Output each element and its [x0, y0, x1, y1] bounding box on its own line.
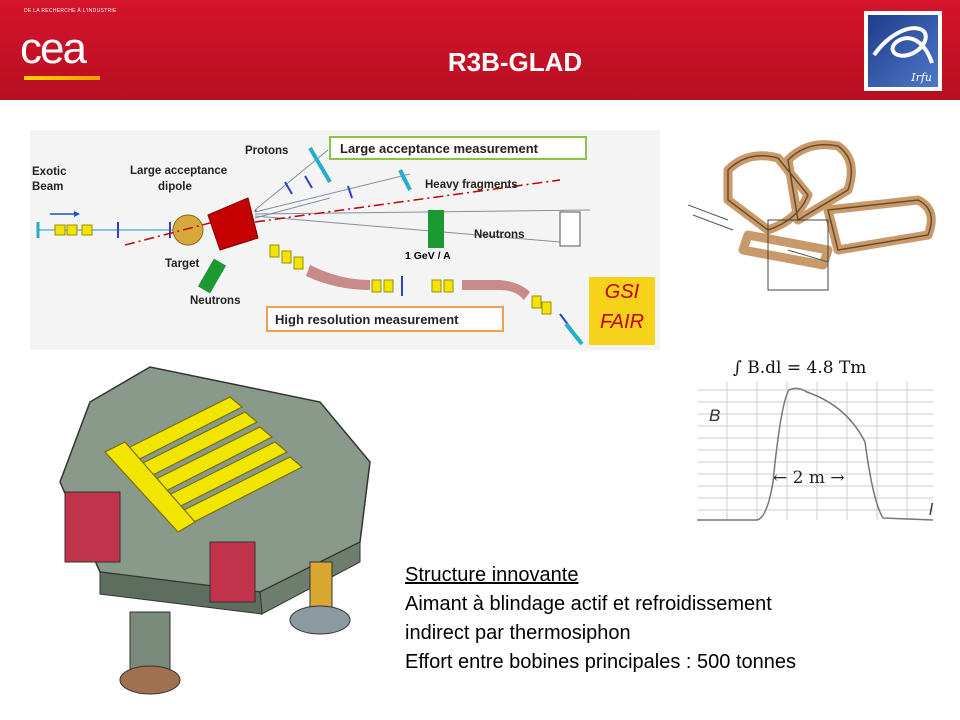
label-beam: Beam — [32, 181, 63, 193]
label-exotic: Exotic — [32, 166, 67, 178]
text-effort: Effort entre bobines principales : 500 t… — [405, 651, 796, 673]
field-curve — [697, 387, 934, 521]
neutron-detector-far — [559, 211, 581, 247]
label-target: Target — [165, 258, 199, 270]
field-plot: ∫ B.dl = 4.8 Tm B ← 2 m → l — [697, 358, 937, 522]
beam-quadrupoles — [54, 222, 171, 238]
fragment-detector — [398, 169, 412, 191]
label-high-resolution: High resolution measurement — [275, 312, 459, 327]
cea-logo-text: cea — [20, 24, 87, 73]
high-resolution-box — [266, 306, 504, 332]
gsi-label: GSI — [604, 281, 640, 303]
glad-magnet-illustration — [59, 366, 371, 695]
gsi-fair-badge: GSI FAIR — [589, 277, 655, 345]
field-width-label: ← 2 m → — [773, 468, 845, 488]
label-large-acceptance: Large acceptance measurement — [340, 141, 539, 156]
text-aimant: Aimant à blindage actif et refroidisseme… — [405, 593, 772, 615]
field-axis-b: B — [709, 406, 721, 425]
yellow-coil-bars — [104, 396, 304, 533]
cea-tagline: DE LA RECHERCHE À L'INDUSTRIE — [24, 8, 117, 14]
target-icon — [172, 214, 204, 246]
field-integral-label: ∫ B.dl = 4.8 Tm — [733, 358, 867, 378]
fair-label: FAIR — [599, 311, 645, 333]
proton-detector — [308, 146, 332, 184]
slide-title: R3B-GLAD — [447, 47, 583, 77]
high-resolution-arm — [269, 244, 584, 346]
cea-logo: DE LA RECHERCHE À L'INDUSTRIE cea — [20, 6, 140, 86]
label-neutrons-bottom: Neutrons — [190, 295, 240, 307]
label-heavy-fragments: Heavy fragments — [425, 179, 518, 191]
label-protons: Protons — [245, 145, 288, 157]
field-axis-l: l — [929, 500, 933, 519]
support-leg-right — [309, 561, 333, 613]
beamline-diagram: Exotic Beam Large acceptance dipole Targ… — [30, 130, 660, 350]
label-energy: 1 GeV / A — [405, 250, 451, 262]
support-leg-left — [129, 611, 171, 673]
irfu-logo-text: Irfu — [911, 71, 932, 84]
irfu-swirl-icon — [872, 26, 934, 64]
label-dipole-2: dipole — [158, 181, 192, 193]
header-band: DE LA RECHERCHE À L'INDUSTRIE cea R3B-GL… — [0, 0, 960, 100]
neutron-wall-green — [428, 210, 444, 248]
body-text: Structure innovante Aimant à blindage ac… — [405, 561, 796, 677]
magnet-coils-illustration — [688, 140, 936, 291]
text-thermosiphon: indirect par thermosiphon — [405, 622, 631, 644]
neutron-detector-bottom — [197, 258, 227, 294]
label-neutrons-right: Neutrons — [474, 229, 524, 241]
dipole-magnet — [207, 197, 259, 251]
red-support-left — [64, 491, 121, 563]
cea-logo-bar — [24, 76, 100, 80]
label-dipole-1: Large acceptance — [130, 165, 227, 177]
text-structure-innovante: Structure innovante — [405, 564, 579, 586]
large-acceptance-box — [329, 136, 587, 160]
red-support-right — [209, 541, 256, 603]
irfu-logo: Irfu — [864, 11, 942, 91]
